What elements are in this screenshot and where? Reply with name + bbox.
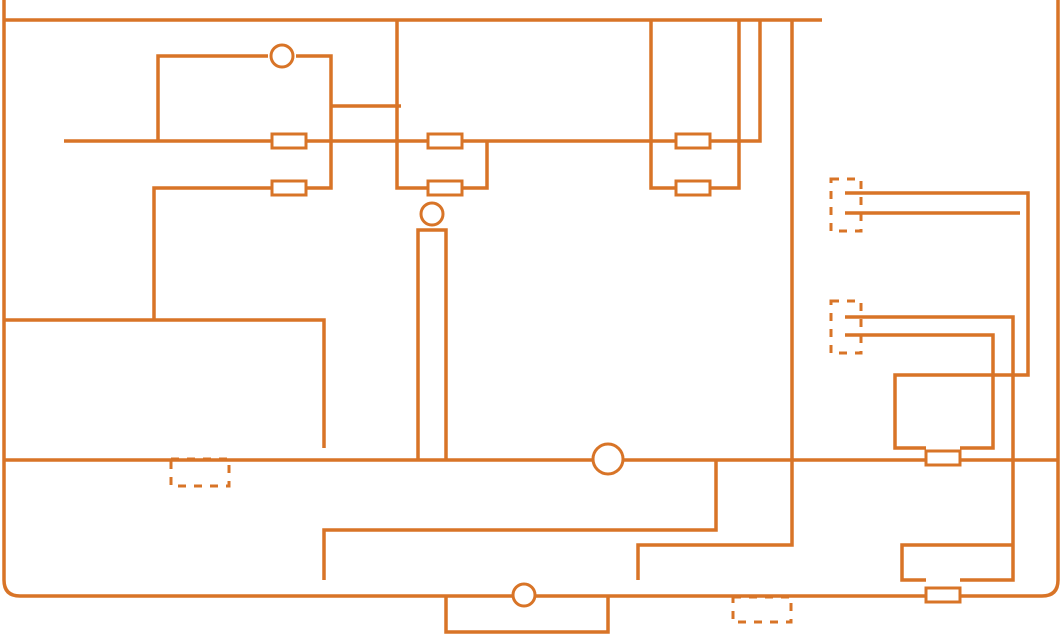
wire-6	[64, 20, 762, 143]
wire-3	[156, 54, 268, 141]
wire-9	[462, 141, 489, 190]
wire-13	[416, 228, 448, 460]
wire-11	[710, 20, 741, 190]
wire-8	[395, 20, 428, 190]
wire-1	[2, 0, 1060, 598]
dashed-connector-3	[829, 299, 863, 355]
junction-circle-1	[269, 43, 295, 69]
fuse-block-5	[674, 132, 712, 150]
wire-20	[845, 191, 1030, 450]
fuse-block-7	[924, 449, 962, 467]
fuse-blocks	[270, 132, 962, 604]
dashed-connector-1	[169, 457, 231, 488]
wire-12	[4, 318, 326, 448]
fuse-block-2	[270, 179, 308, 197]
wire-17	[322, 460, 718, 580]
wire-19	[444, 596, 610, 634]
dashed-connector-4	[731, 595, 793, 624]
fuse-block-6	[674, 179, 712, 197]
fuse-block-3	[426, 132, 464, 150]
fuse-block-4	[426, 179, 464, 197]
wire-4	[296, 54, 333, 190]
junction-circle-3	[591, 442, 625, 476]
junction-circle-2	[419, 201, 445, 227]
wire-10	[649, 20, 676, 190]
fuse-block-8	[924, 586, 962, 604]
wire-18	[636, 20, 794, 580]
dashed-connectors	[169, 177, 863, 624]
wire-24	[900, 543, 1013, 582]
wire-22	[845, 315, 1015, 582]
fuse-block-1	[270, 132, 308, 150]
junction-circles	[269, 43, 625, 608]
wire-7	[152, 186, 272, 320]
wire-23	[845, 333, 995, 450]
dashed-connector-2	[829, 177, 863, 233]
junction-circle-4	[511, 582, 537, 608]
